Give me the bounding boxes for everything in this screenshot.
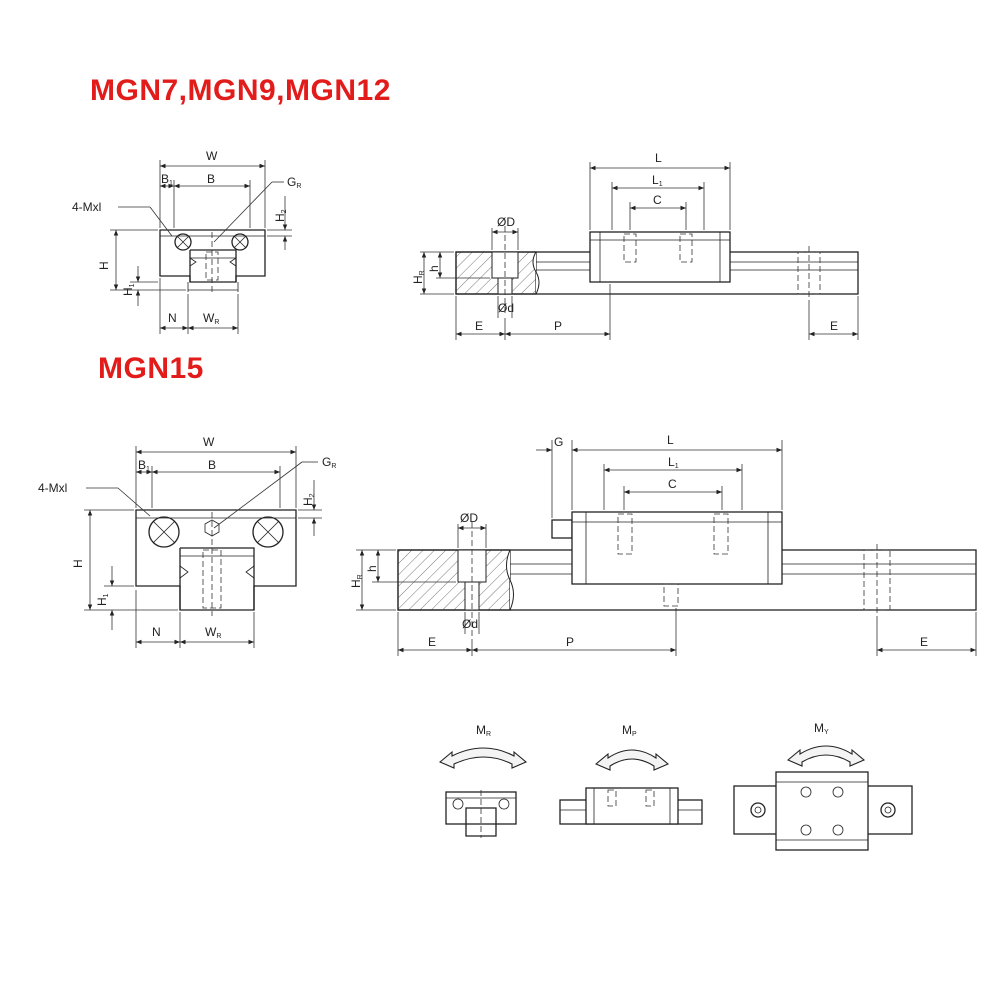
- dim-gr-small: GR: [287, 175, 301, 190]
- dim-b1-small: B1: [161, 172, 173, 187]
- dim-hr-small: HR: [411, 270, 426, 284]
- roll-moment-arrow-icon: [438, 747, 528, 769]
- dim-od-small: ØD: [497, 215, 515, 229]
- moment-pitch: MP: [559, 723, 703, 825]
- heading-mgn15: MGN15: [98, 352, 204, 385]
- moment-roll: MR: [438, 723, 528, 838]
- dim-h2-mgn15: H2: [301, 493, 316, 506]
- dim-b1-mgn15: B1: [138, 458, 150, 473]
- dim-c-small: C: [653, 193, 662, 207]
- dim-w-mgn15: W: [203, 435, 215, 449]
- dim-e-left-small: E: [475, 319, 483, 333]
- dim-l-small: L: [655, 151, 662, 165]
- dim-sd-mgn15: Ød: [462, 617, 478, 631]
- dim-b-small: B: [207, 172, 215, 186]
- dim-e-right-mgn15: E: [920, 635, 928, 649]
- dim-od-mgn15: ØD: [460, 511, 478, 525]
- side-view-mgn15: G L L1 C ØD Ød h HR E P E: [349, 433, 977, 656]
- cross-section-mgn15: W B1 B GR 4-Mxl H2 H H1 N WR: [38, 435, 336, 648]
- dim-wr-small: WR: [203, 311, 219, 326]
- dim-h-mgn15: H: [71, 559, 85, 568]
- pitch-moment-arrow-icon: [594, 749, 670, 771]
- dim-c-mgn15: C: [668, 477, 677, 491]
- dim-gr-mgn15: GR: [322, 455, 336, 470]
- dim-h1-small: H1: [121, 283, 136, 296]
- cross-section-small: W B1 B GR 4-Mxl H2 H H1 N WR: [72, 149, 301, 334]
- dim-e-left-mgn15: E: [428, 635, 436, 649]
- dim-n-small: N: [168, 311, 177, 325]
- dim-wr-mgn15: WR: [205, 625, 221, 640]
- moment-roll-label: MR: [476, 723, 491, 738]
- dim-h-lower-mgn15: h: [365, 565, 379, 572]
- moment-pitch-label: MP: [622, 723, 637, 738]
- dim-mxl-mgn15: 4-Mxl: [38, 481, 67, 495]
- dim-g-mgn15: G: [554, 435, 563, 449]
- heading-mgn7-9-12: MGN7,MGN9,MGN12: [90, 74, 391, 107]
- dim-l1-small: L1: [652, 173, 663, 188]
- dim-h-small: H: [97, 261, 111, 270]
- dim-hr-mgn15: HR: [349, 574, 364, 588]
- moment-yaw-label: MY: [814, 721, 829, 736]
- dim-w-small: W: [206, 149, 218, 163]
- dim-l1-mgn15: L1: [668, 455, 679, 470]
- dim-n-mgn15: N: [152, 625, 161, 639]
- dim-sd-small: Ød: [498, 301, 514, 315]
- dim-b-mgn15: B: [208, 458, 216, 472]
- yaw-moment-arrow-icon: [786, 745, 866, 767]
- dim-h1-mgn15: H1: [95, 593, 110, 606]
- dim-e-right-small: E: [830, 319, 838, 333]
- dim-p-small: P: [554, 319, 562, 333]
- dim-h2-small: H2: [273, 209, 288, 222]
- dim-p-mgn15: P: [566, 635, 574, 649]
- dim-h-lower-small: h: [427, 265, 441, 272]
- dim-l-mgn15: L: [667, 433, 674, 447]
- moment-yaw: MY: [733, 721, 913, 851]
- dim-mxl-small: 4-Mxl: [72, 200, 101, 214]
- side-view-small: L L1 C ØD Ød h HR E P E: [411, 151, 859, 340]
